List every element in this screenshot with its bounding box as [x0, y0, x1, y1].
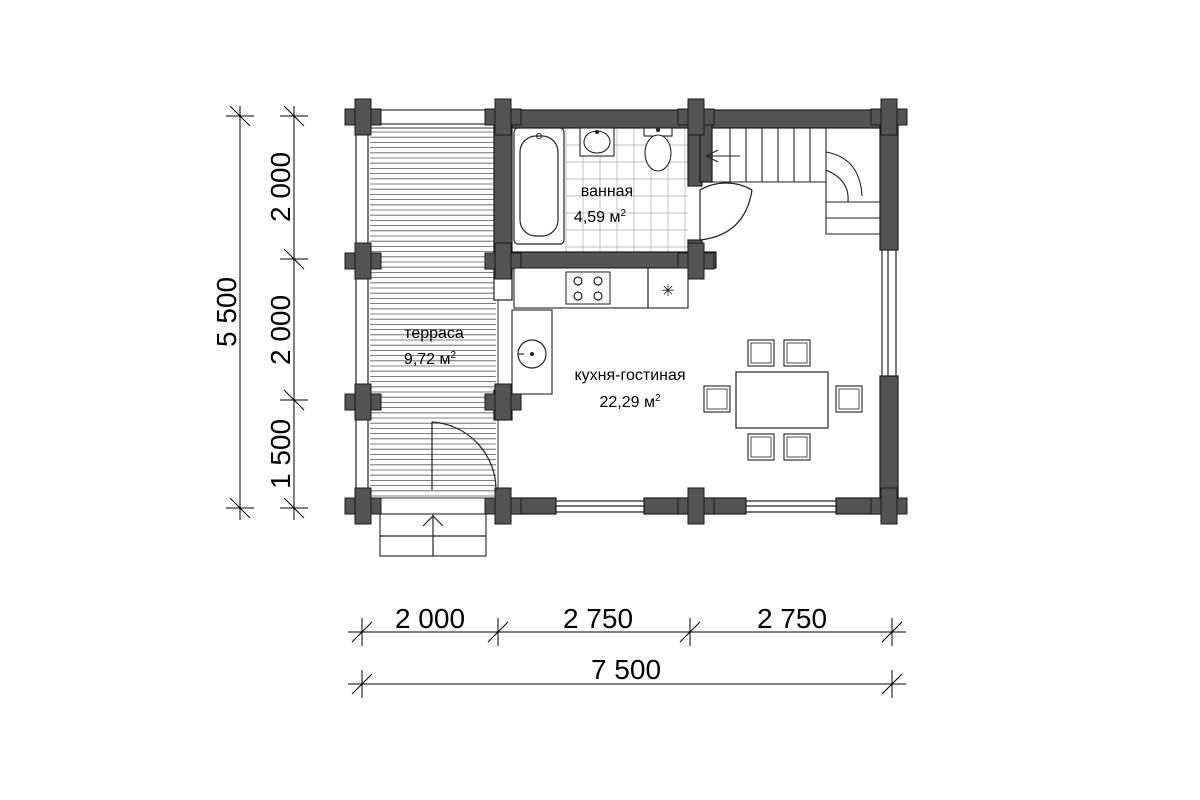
- log-corners: [344, 98, 908, 525]
- svg-text:4,59 м2: 4,59 м2: [574, 208, 627, 226]
- svg-text:9,72 м2: 9,72 м2: [404, 350, 457, 368]
- chair: [703, 385, 731, 413]
- log-corner-cross: [344, 487, 382, 525]
- log-corner-cross: [677, 487, 715, 525]
- washbasin: [579, 127, 615, 157]
- log-corner-cross: [344, 383, 382, 421]
- bottom-dimension-chain: [348, 618, 906, 698]
- log-corner-cross: [344, 242, 382, 280]
- terrace-deck: [367, 127, 499, 499]
- chair: [747, 339, 775, 367]
- chair: [783, 433, 811, 461]
- log-corner-cross: [870, 98, 908, 136]
- bathtub: [513, 127, 565, 245]
- chair: [835, 385, 863, 413]
- dim-bottom-segment-3: 2 750: [757, 603, 827, 634]
- dining-table: [703, 339, 863, 461]
- log-corner-cross: [677, 98, 715, 136]
- log-corner-cross: [484, 487, 522, 525]
- room-label-kitchen-living: кухня-гостиная 22,29 м2: [574, 367, 685, 411]
- svg-text:кухня-гостиная: кухня-гостиная: [574, 367, 685, 384]
- room-label-terrace: терраса 9,72 м2: [404, 325, 464, 368]
- kitchen-counter: ✳: [511, 267, 689, 395]
- log-corner-cross: [484, 98, 522, 136]
- log-corner-cross: [484, 383, 522, 421]
- chair: [783, 339, 811, 367]
- dim-left-segment-3: 1 500: [265, 419, 296, 489]
- chair: [747, 433, 775, 461]
- entrance-steps: [379, 513, 487, 557]
- fridge-icon: ✳: [661, 281, 674, 300]
- dim-left-segment-2: 2 000: [265, 295, 296, 365]
- dim-bottom-segment-2: 2 750: [563, 603, 633, 634]
- log-corner-cross: [677, 242, 715, 280]
- left-dimension-chain: [226, 105, 308, 520]
- log-corner-cross: [870, 487, 908, 525]
- dim-left-total: 5 500: [211, 277, 242, 347]
- log-corner-cross: [344, 98, 382, 136]
- dim-bottom-total: 7 500: [591, 654, 661, 685]
- log-corner-cross: [484, 242, 522, 280]
- staircase: [704, 128, 880, 235]
- room-label-bathroom: ванная 4,59 м2: [574, 183, 633, 226]
- dim-bottom-segment-1: 2 000: [395, 603, 465, 634]
- svg-text:22,29 м2: 22,29 м2: [599, 393, 660, 411]
- toilet: [643, 127, 673, 172]
- bathroom-door: [699, 182, 753, 241]
- svg-text:терраса: терраса: [404, 325, 464, 342]
- dim-left-segment-1: 2 000: [265, 152, 296, 222]
- svg-text:ванная: ванная: [581, 183, 633, 200]
- terrace-door: [431, 421, 497, 491]
